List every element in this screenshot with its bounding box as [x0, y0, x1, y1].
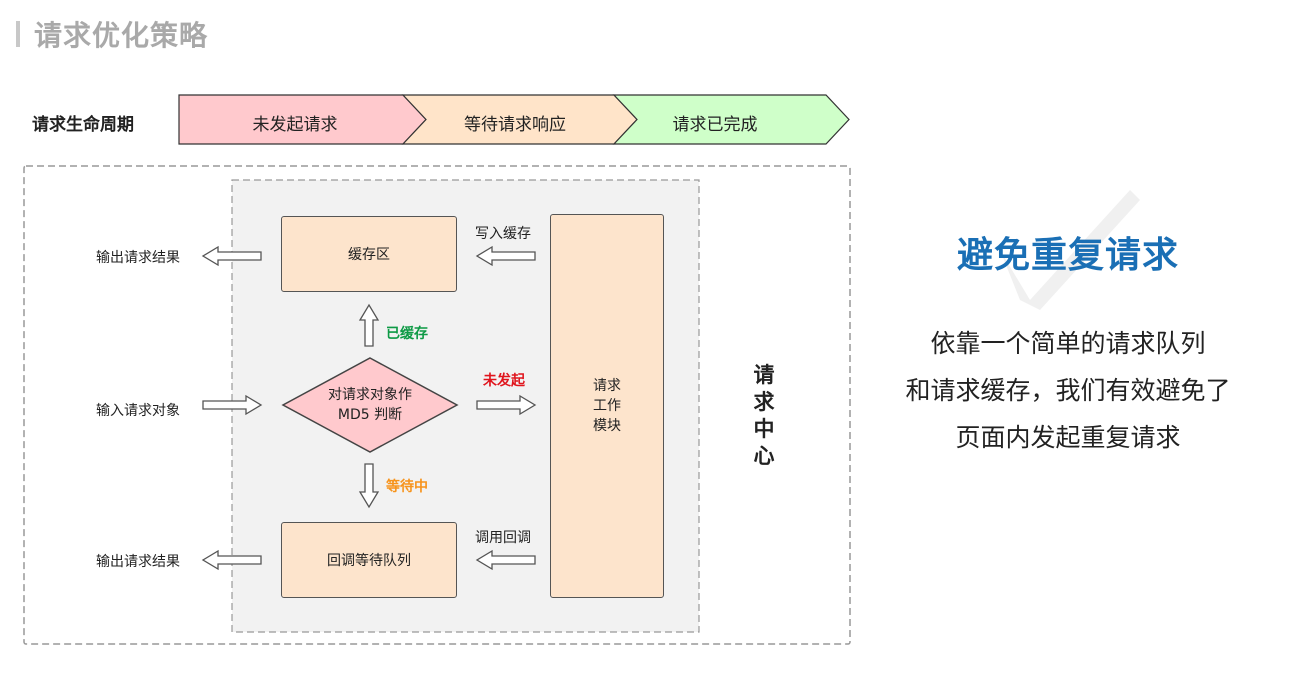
request-center-char: 求	[753, 390, 775, 414]
request-center-char: 中	[753, 417, 775, 441]
page-title-text: 请求优化策略	[34, 19, 209, 52]
work-module-line-2: 工作	[593, 398, 621, 414]
invoke-callback-label: 调用回调	[475, 530, 531, 546]
title-accent-bar	[16, 21, 20, 47]
decision-line-2: MD5 判断	[337, 407, 403, 423]
md5-decision-diamond	[281, 357, 459, 453]
status-cached: 已缓存	[386, 326, 428, 342]
input-request-label: 输入请求对象	[96, 403, 180, 419]
callback-queue-box: 回调等待队列	[281, 522, 457, 598]
input-arrow	[202, 394, 263, 416]
headline: 避免重复请求	[956, 235, 1179, 276]
request-center-char: 请	[753, 363, 775, 387]
check-watermark-icon	[1000, 190, 1140, 310]
cached-arrow	[358, 303, 380, 347]
page-title: 请求优化策略	[16, 14, 208, 54]
stage-waiting: 等待请求响应	[464, 115, 566, 135]
request-center-container	[23, 165, 851, 645]
status-waiting: 等待中	[386, 479, 428, 495]
stage-done: 请求已完成	[672, 115, 758, 135]
output-result-top-label: 输出请求结果	[96, 250, 180, 266]
md5-decision-text: 对请求对象作 MD5 判断	[300, 385, 440, 425]
stage-done-shape	[612, 94, 850, 145]
write-cache-label: 写入缓存	[475, 226, 531, 242]
write-cache-arrow	[475, 245, 536, 267]
work-module-line-3: 模块	[593, 418, 621, 434]
status-not-started: 未发起	[483, 373, 525, 389]
not-started-arrow	[476, 394, 537, 416]
description-line-2: 和请求缓存，我们有效避免了	[905, 376, 1231, 405]
cache-box: 缓存区	[281, 216, 457, 292]
decision-line-1: 对请求对象作	[328, 387, 412, 403]
output-result-bottom-label: 输出请求结果	[96, 554, 180, 570]
description-line-3: 页面内发起重复请求	[955, 423, 1181, 452]
request-center-label: 请 求 中 心	[752, 362, 776, 470]
output-top-arrow	[201, 245, 262, 267]
work-module-line-1: 请求	[593, 378, 621, 394]
output-bottom-arrow	[201, 549, 262, 571]
request-center-char: 心	[753, 444, 775, 468]
description-line-1: 依靠一个简单的请求队列	[930, 329, 1206, 358]
request-work-module-box: 请求 工作 模块	[550, 214, 664, 598]
lifecycle-label: 请求生命周期	[32, 115, 134, 135]
stage-not-started: 未发起请求	[252, 115, 338, 135]
invoke-callback-arrow	[475, 549, 536, 571]
description: 依靠一个简单的请求队列 和请求缓存，我们有效避免了 页面内发起重复请求	[880, 320, 1256, 461]
waiting-arrow	[358, 463, 380, 509]
